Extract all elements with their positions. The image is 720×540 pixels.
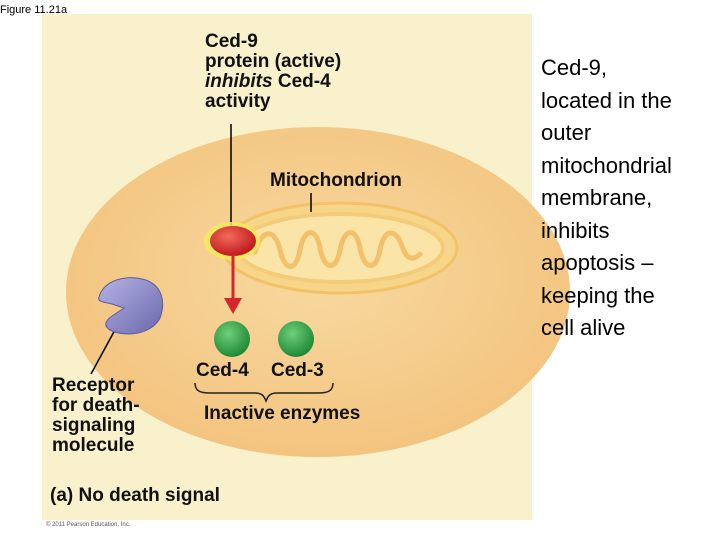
panel-caption: (a) No death signal (50, 485, 220, 506)
inhibition-arrow-head (224, 298, 242, 314)
inactive-enzymes-label: Inactive enzymes (204, 403, 361, 424)
figure-label: Figure 11.21a (0, 4, 68, 16)
mitochondrion-cristae (252, 230, 423, 269)
ced9-protein (210, 226, 256, 256)
receptor-label: Receptor for death- signaling molecule (52, 375, 140, 456)
explanation-text: Ced-9, located in the outer mitochondria… (541, 55, 672, 340)
ced4-enzyme (214, 321, 250, 357)
mitochondrion-label: Mitochondrion (270, 170, 402, 191)
copyright-notice: © 2011 Pearson Education, Inc. (46, 522, 131, 528)
ced3-label: Ced-3 (271, 360, 324, 381)
inactive-enzymes-brace (194, 382, 334, 404)
death-receptor (98, 277, 164, 335)
ced4-label: Ced-4 (196, 360, 249, 381)
ced3-enzyme (278, 321, 314, 357)
ced9-label: Ced-9 protein (active) inhibits Ced-4 ac… (205, 31, 342, 112)
